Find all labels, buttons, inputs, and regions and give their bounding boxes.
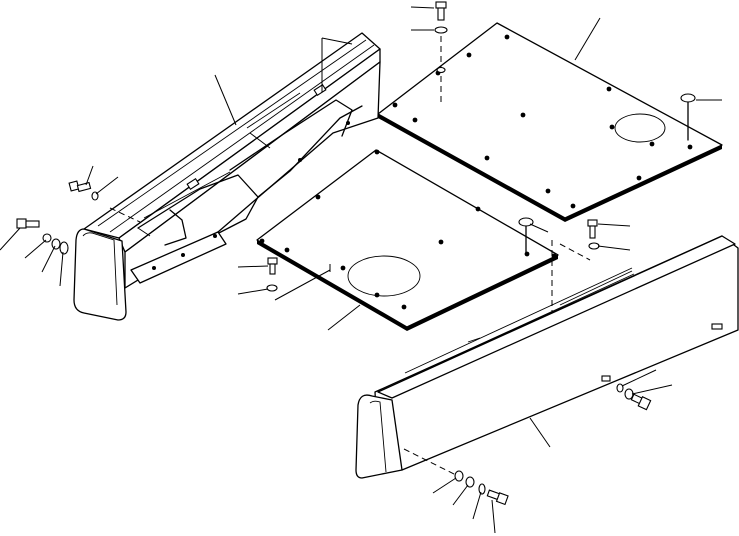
left-side-cover [73, 32, 381, 321]
spring-washer [624, 388, 634, 400]
bolt [267, 257, 278, 275]
leader-lines [0, 6, 722, 534]
washer [266, 284, 278, 292]
washer [59, 241, 69, 255]
assembly-center-lines [109, 207, 591, 476]
grommet [518, 217, 534, 253]
rear-plate-hole [614, 113, 666, 143]
rear-floor-plate [377, 22, 723, 222]
front-plate-hole [347, 255, 421, 297]
front-floor-plate [256, 149, 559, 331]
washer [588, 242, 600, 250]
bolt [630, 393, 652, 411]
fasteners [16, 1, 696, 506]
washer [42, 233, 52, 243]
washer [616, 383, 624, 393]
bolt [68, 180, 92, 193]
grommet [680, 93, 696, 141]
bolt [435, 1, 447, 21]
right-side-cover [355, 235, 739, 479]
spring-washer [465, 476, 475, 488]
washer [434, 26, 448, 34]
spring-washer [51, 238, 61, 250]
bolt [587, 219, 598, 239]
washer [478, 483, 486, 495]
washer [454, 470, 464, 482]
bolt [16, 218, 40, 229]
bolt [486, 489, 509, 506]
